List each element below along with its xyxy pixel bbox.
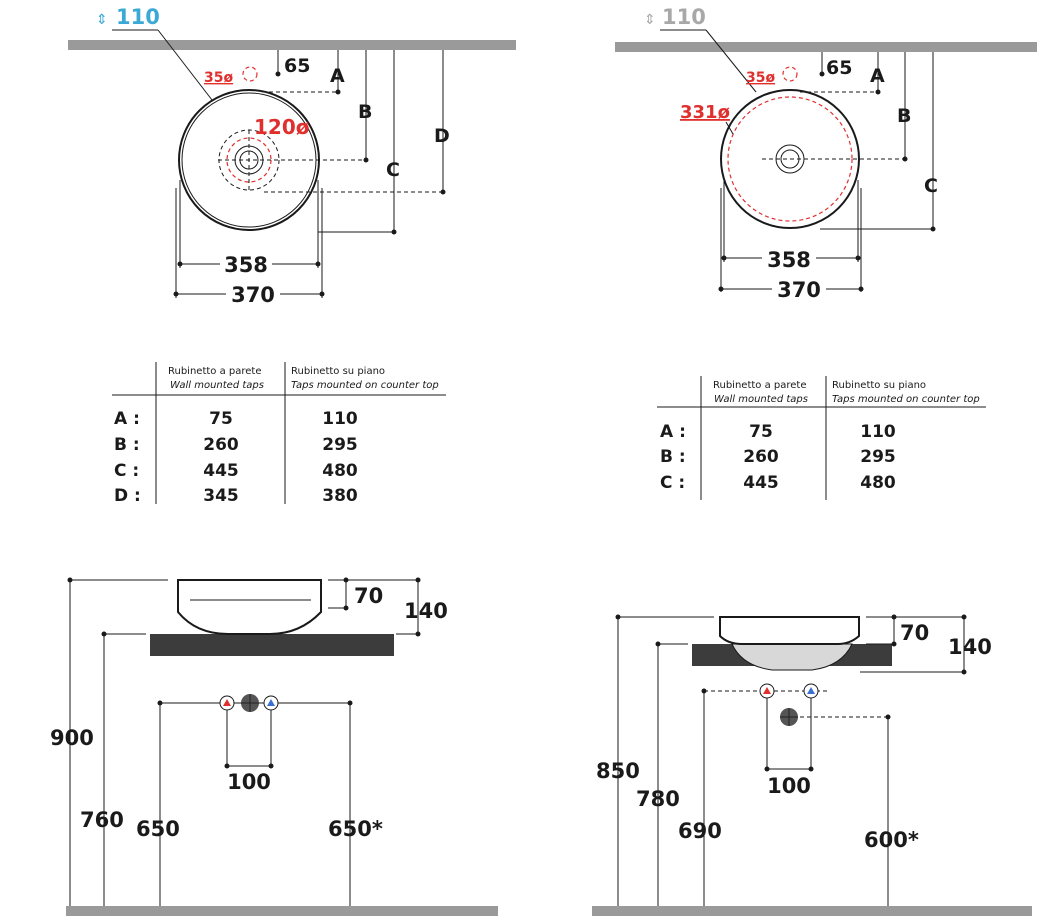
row-v1: 345 — [203, 486, 239, 506]
row-v2: 380 — [322, 486, 358, 506]
offset-label: 65 — [826, 57, 852, 79]
floor-bar — [592, 906, 1032, 916]
dim-c-label: C — [924, 175, 938, 197]
wall-bar — [68, 40, 516, 50]
drain-height-label: 650* — [328, 817, 383, 841]
inner-width-label: 358 — [224, 253, 268, 277]
row-key: C : — [114, 461, 139, 481]
wall-bar — [615, 42, 1037, 52]
col2-subtitle: Taps mounted on counter top — [291, 380, 439, 391]
dim-c-label: C — [386, 159, 400, 181]
col1-subtitle: Wall mounted taps — [170, 380, 264, 391]
height-900-label: 900 — [50, 726, 94, 750]
updown-arrow-icon: ⇕ — [96, 12, 108, 28]
row-v1: 445 — [743, 473, 779, 493]
tap-hole-icon — [242, 66, 258, 82]
wall-depth-label: 110 — [116, 5, 160, 29]
row-v1: 75 — [209, 409, 233, 429]
col2-title: Rubinetto su piano — [832, 380, 926, 391]
hole-label: 35ø — [746, 70, 775, 86]
dimension-table-left: Rubinetto a parete Wall mounted taps Rub… — [112, 362, 446, 506]
inner-width-label: 358 — [767, 248, 811, 272]
row-v2: 295 — [860, 447, 896, 467]
supply-height-label: 690 — [678, 819, 722, 843]
tap-hole-icon — [782, 66, 798, 82]
row-key: A : — [114, 409, 140, 429]
drain-height-label: 600* — [864, 828, 919, 852]
row-key: A : — [660, 422, 686, 442]
row-v2: 480 — [322, 461, 358, 481]
left-front-view: 900 760 70 140 100 650 650* — [50, 577, 498, 916]
dim-b-label: B — [897, 105, 911, 127]
row-key: C : — [660, 473, 685, 493]
total-height-label: 140 — [948, 635, 992, 659]
col2-subtitle: Taps mounted on counter top — [832, 394, 980, 405]
col1-subtitle: Wall mounted taps — [714, 394, 808, 405]
tap-spacing-label: 100 — [227, 770, 271, 794]
right-front-view: 850 780 70 140 100 690 600* — [592, 614, 1032, 916]
floor-bar — [66, 906, 498, 916]
height-760-label: 760 — [80, 808, 124, 832]
drain-label: 120ø — [254, 115, 310, 139]
height-780-label: 780 — [636, 787, 680, 811]
left-top-view: ⇕ 110 35ø 120ø 65 A B C D 358 — [68, 5, 516, 307]
bowl-label: 331ø — [680, 102, 730, 123]
updown-arrow-icon: ⇕ — [644, 12, 656, 28]
row-v2: 480 — [860, 473, 896, 493]
dimension-table-right: Rubinetto a parete Wall mounted taps Rub… — [657, 376, 986, 500]
row-v1: 75 — [749, 422, 773, 442]
row-v1: 260 — [743, 447, 779, 467]
right-top-view: ⇕ 110 35ø 331ø 65 A B C 358 370 — [615, 5, 1037, 302]
dim-d-label: D — [434, 125, 450, 147]
dim-a-label: A — [330, 65, 345, 87]
total-height-label: 140 — [404, 599, 448, 623]
height-850-label: 850 — [596, 759, 640, 783]
supply-height-label: 650 — [136, 817, 180, 841]
offset-label: 65 — [284, 55, 310, 77]
col1-title: Rubinetto a parete — [713, 380, 807, 391]
dim-b-label: B — [358, 101, 372, 123]
row-v2: 295 — [322, 435, 358, 455]
row-key: B : — [114, 435, 140, 455]
counter-slab — [150, 634, 394, 656]
bowl-height-label: 70 — [900, 621, 929, 645]
basin-profile — [719, 616, 860, 645]
row-v1: 445 — [203, 461, 239, 481]
row-v2: 110 — [860, 422, 896, 442]
row-key: B : — [660, 447, 686, 467]
col1-title: Rubinetto a parete — [168, 366, 262, 377]
row-v2: 110 — [322, 409, 358, 429]
wall-depth-label: 110 — [662, 5, 706, 29]
tap-spacing-label: 100 — [767, 774, 811, 798]
hole-label: 35ø — [204, 70, 233, 86]
row-v1: 260 — [203, 435, 239, 455]
bowl-height-label: 70 — [354, 584, 383, 608]
outer-width-label: 370 — [231, 283, 275, 307]
dim-a-label: A — [870, 65, 885, 87]
basin-profile — [177, 579, 322, 635]
col2-title: Rubinetto su piano — [291, 366, 385, 377]
outer-width-label: 370 — [777, 278, 821, 302]
row-key: D : — [114, 486, 141, 506]
